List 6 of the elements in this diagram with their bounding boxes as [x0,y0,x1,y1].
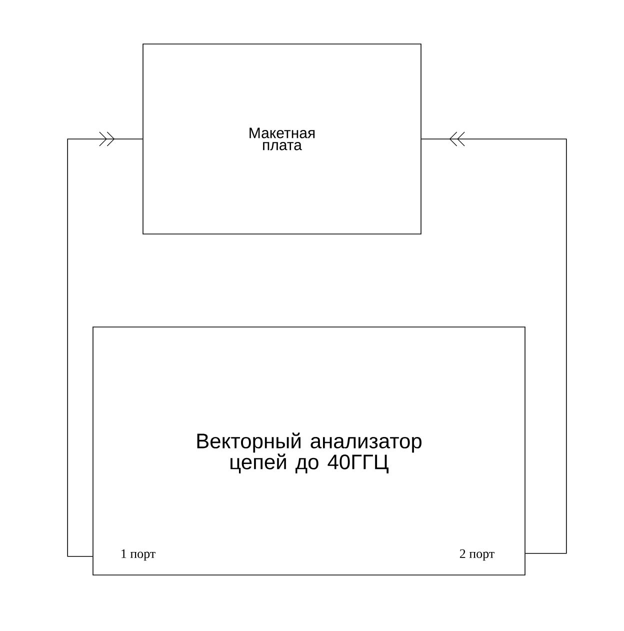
connector-line [67,132,143,557]
box-label: Векторный анализатор цепей до 40ГГЦ [197,432,422,474]
port-label: 2 порт [460,549,494,561]
connector-line [421,132,567,554]
box-label: Макетная плата [250,128,315,150]
port-label: 1 порт [122,549,156,561]
